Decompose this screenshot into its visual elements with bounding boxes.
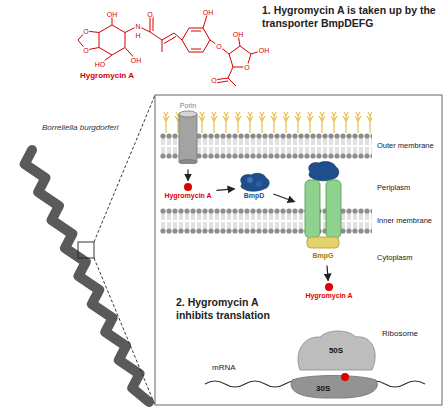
- hygromycin-structure-part: [99, 25, 125, 55]
- shape-part: [179, 160, 197, 165]
- atom-label: O: [243, 64, 250, 71]
- ribosome-label: Ribosome: [382, 325, 418, 339]
- hygromycin-structure-part: [228, 67, 233, 78]
- atom-label: O: [82, 47, 89, 54]
- dot-shape: [324, 282, 334, 292]
- protein-name: BmpG: [313, 252, 334, 260]
- hygromycin-structure: [78, 12, 264, 86]
- atom-label: O: [215, 43, 222, 50]
- shape-part: [247, 177, 253, 183]
- drug-name: Hygromycin A: [305, 292, 352, 300]
- shape-part: [325, 283, 333, 291]
- compartment-label: Outer membrane: [377, 142, 434, 150]
- atom-label: O: [146, 11, 153, 18]
- atom-label: OH: [202, 9, 215, 16]
- dot-shape: [183, 182, 193, 192]
- zoom-callout-part: [94, 258, 155, 405]
- zoom-callout-part: [78, 242, 94, 258]
- hygromycin-structure-part: [191, 31, 201, 32]
- shape-part: [326, 180, 341, 238]
- flow-arrow: [273, 194, 294, 202]
- atom-label: O: [210, 77, 217, 84]
- strand-label: mRNA: [212, 364, 236, 373]
- step-heading: 1. Hygromycin A is taken up by the trans…: [262, 4, 442, 29]
- zoom-callout-part: [94, 95, 155, 242]
- drug-molecule: Hygromycin A: [161, 182, 215, 204]
- small-subunit: 30S: [288, 372, 380, 400]
- compartment-label: Periplasm: [377, 184, 410, 192]
- hygromycin-structure-part: [150, 32, 162, 40]
- atom-label: OH: [232, 31, 245, 38]
- atom-label: O: [82, 28, 89, 35]
- hygromycin-structure-part: [174, 33, 182, 40]
- organism-name: Borreliella burgdorferi: [42, 124, 118, 133]
- hygromycin-structure-part: [162, 40, 163, 52]
- zoom-panel: [155, 95, 442, 405]
- shape-part: [179, 114, 197, 162]
- compartment-label: Cytoplasm: [377, 254, 412, 262]
- shape-part: [241, 173, 269, 191]
- flow-arrow: [327, 266, 328, 281]
- atom-label: OH: [106, 11, 119, 18]
- blob-shape: [236, 172, 272, 192]
- subunit-label: 30S: [288, 372, 330, 394]
- abc-transporter: BmpG: [296, 160, 350, 264]
- hygromycin-structure-part: [228, 78, 236, 86]
- protein-name: BmpD: [244, 192, 265, 200]
- shape-part: [298, 331, 375, 370]
- drug-name: Hygromycin A: [164, 192, 211, 200]
- zoom-callout: [78, 95, 155, 405]
- flow-arrow: [187, 170, 188, 181]
- spirochete: [25, 150, 149, 402]
- porin-label: Porin: [180, 102, 196, 110]
- hygromycin-structure-part: [164, 37, 176, 44]
- bound-drug-dot: [341, 373, 349, 381]
- atom-label: H: [134, 32, 141, 39]
- atom-label: HO: [94, 61, 107, 68]
- drug-molecule: Hygromycin A: [302, 282, 356, 304]
- atom-label: OH: [130, 57, 143, 64]
- flow-arrow: [217, 189, 235, 191]
- compartment-label: Inner membrane: [377, 217, 432, 225]
- transporter-shape: [296, 160, 350, 252]
- shape-part: [305, 180, 320, 238]
- hygromycin-structure-part: [182, 28, 210, 52]
- atom-label: N: [134, 23, 141, 30]
- shape-part: [291, 376, 377, 399]
- subunit-label: 50S: [329, 346, 343, 356]
- shape-part: [184, 183, 192, 191]
- shape-part: [256, 181, 262, 187]
- porin-channel: Porin: [172, 102, 204, 168]
- binding-protein: BmpD: [236, 172, 272, 202]
- compound-name: Hygromycin A: [80, 72, 134, 81]
- shape-part: [309, 162, 339, 181]
- spirochete-part: [25, 150, 149, 402]
- hygromycin-structure-part: [153, 16, 154, 31]
- ribosome: Ribosome 50S 30S: [284, 322, 436, 404]
- porin-shape: [172, 110, 204, 164]
- atom-label: OH: [258, 47, 271, 54]
- step-heading: 2. Hygromycin A inhibits translation: [176, 296, 298, 321]
- hygromycin-structure-part: [191, 49, 201, 50]
- shape-part: [179, 111, 197, 117]
- sub30-shape: [288, 372, 380, 400]
- shape-part: [307, 237, 339, 248]
- large-subunit: 50S: [294, 328, 378, 374]
